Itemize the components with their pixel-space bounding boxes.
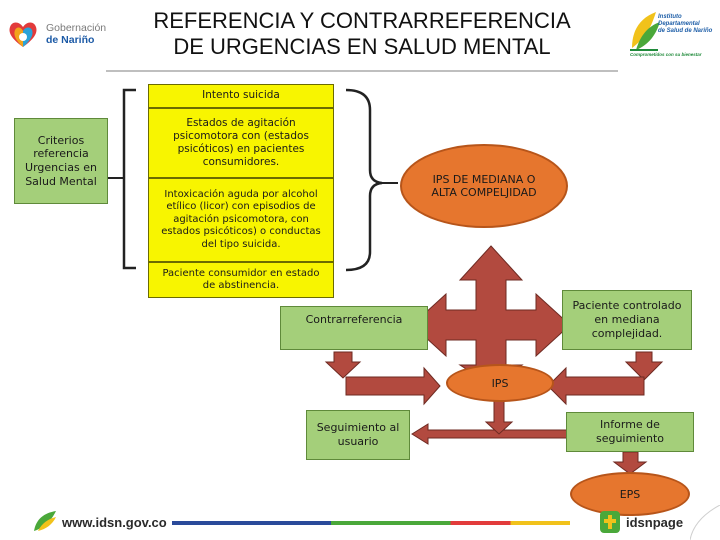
footer-corner-curve: [690, 505, 720, 540]
idsn-line-1: Instituto: [658, 14, 682, 20]
seguimiento-box: Seguimiento al usuario: [306, 410, 410, 460]
left-arrow-to-ips: [547, 366, 645, 406]
yellow-item-intento-suicida: Intento suicida: [148, 84, 334, 108]
yellow-item-abstinencia: Paciente consumidor en estado de abstine…: [148, 262, 334, 298]
ips-ellipse: IPS: [446, 364, 554, 402]
down-arrow-from-ips: [484, 399, 514, 435]
left-bracket: [122, 88, 136, 270]
idsn-line-3: de Salud de Nariño: [658, 28, 713, 34]
right-arrow-to-ips: [345, 366, 441, 406]
footer-social-handle[interactable]: idsnpage: [626, 515, 684, 530]
footer-website-link[interactable]: www.idsn.gov.co: [62, 515, 167, 530]
idsn-line-2: Departamental: [658, 21, 700, 27]
right-brace: [345, 88, 383, 272]
idsn-leaf-icon: [630, 12, 660, 51]
idsn-logo-text: Instituto Departamental de Salud de Nari…: [658, 14, 716, 35]
informe-box: Informe de seguimiento: [566, 412, 694, 452]
idsn-logo: Instituto Departamental de Salud de Nari…: [624, 8, 718, 60]
paciente-controlado-box: Paciente controlado en mediana complejid…: [562, 290, 692, 350]
title-line-1: REFERENCIA Y CONTRARREFERENCIA: [153, 8, 571, 33]
title-divider: [106, 70, 618, 72]
yellow-item-agitacion: Estados de agitación psicomotora con (es…: [148, 108, 334, 178]
page-title: REFERENCIA Y CONTRARREFERENCIA DE URGENC…: [112, 8, 612, 60]
idsn-tagline: Comprometidos con su bienestar: [630, 52, 702, 57]
down-arrow-to-eps: [612, 451, 648, 475]
eps-ellipse: EPS: [570, 472, 690, 516]
gobernacion-brand-text: Gobernación de Nariño: [46, 22, 106, 46]
social-page-icon[interactable]: [600, 511, 620, 533]
idsn-footer-leaf-icon: [34, 511, 56, 531]
down-arrow-contrarreferencia: [324, 351, 362, 379]
yellow-item-intoxicacion: Intoxicación aguda por alcohol etílico (…: [148, 178, 334, 262]
down-arrow-paciente: [624, 351, 664, 381]
footer: www.idsn.gov.co idsnpage: [0, 505, 720, 540]
gobernacion-logo: Gobernación de Nariño: [6, 14, 116, 54]
title-line-2: DE URGENCIAS EN SALUD MENTAL: [173, 34, 551, 59]
brand-line-1: Gobernación: [46, 22, 107, 34]
contrarreferencia-box: Contrarreferencia: [280, 306, 428, 350]
heart-logo-icon: [6, 17, 40, 51]
criteria-box: Criterios referencia Urgencias en Salud …: [14, 118, 108, 204]
brand-line-2: de Nariño: [46, 34, 95, 46]
ips-mediana-alta-ellipse: IPS DE MEDIANA O ALTA COMPELJIDAD: [400, 144, 568, 228]
footer-color-band: [172, 521, 570, 525]
